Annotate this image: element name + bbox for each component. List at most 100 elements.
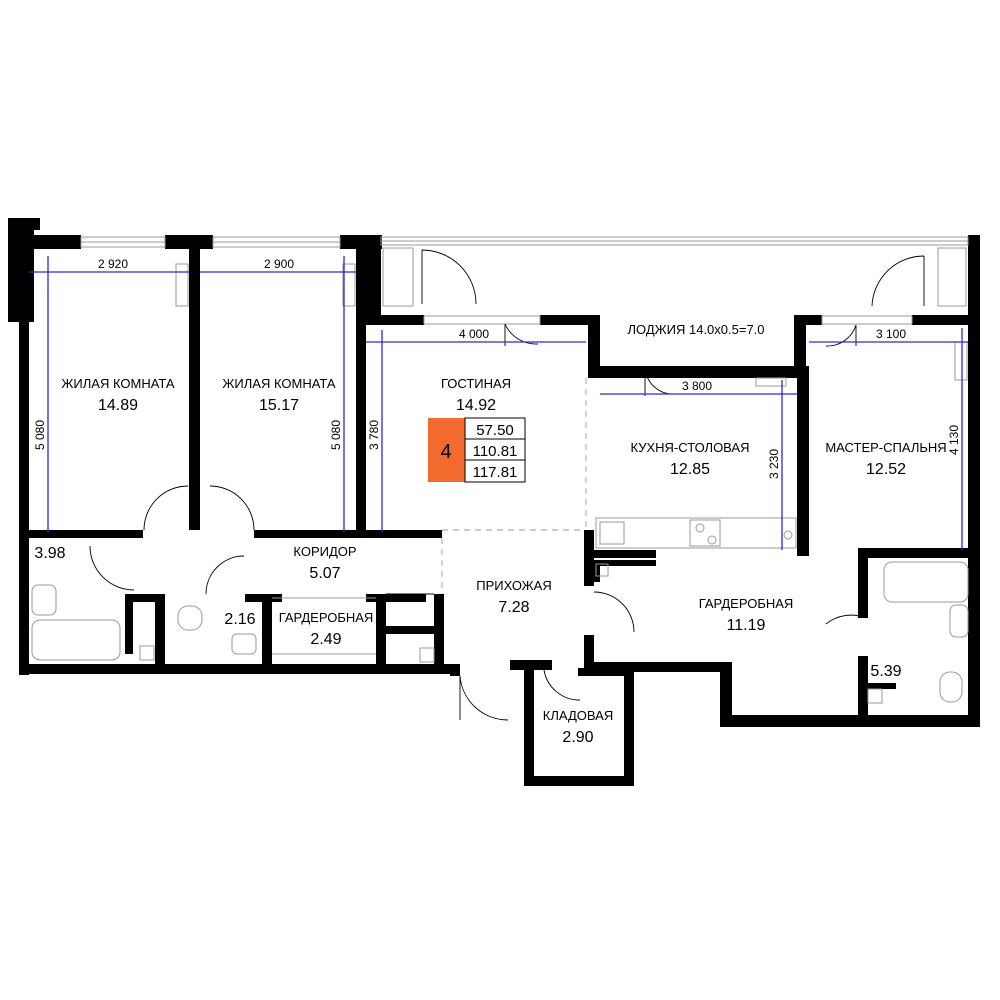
door-room1 xyxy=(143,485,189,531)
label-storage-area: 2.90 xyxy=(562,729,593,746)
dim-h-room2: 5 080 xyxy=(329,420,343,450)
wall-wardrobe-bottom xyxy=(588,662,732,672)
label-wardrobe-small-area: 2.49 xyxy=(310,631,341,648)
wall-storage-left xyxy=(524,660,534,786)
dim-w-room2: 2 900 xyxy=(264,257,294,271)
label-loggia: ЛОДЖИЯ 14.0x0.5=7.0 xyxy=(627,322,764,337)
kitchen-burner xyxy=(695,523,705,533)
wall-shaft-left-b xyxy=(125,594,133,654)
wall-shaft-right-a xyxy=(594,560,656,566)
room-labels: ЖИЛАЯ КОМНАТА 14.89 ЖИЛАЯ КОМНАТА 15.17 … xyxy=(34,322,946,746)
shaft-right xyxy=(595,563,609,577)
loggia-panel-left xyxy=(382,247,414,307)
wall-bath-right-left xyxy=(858,548,868,618)
sink-left xyxy=(31,584,57,616)
wall-loggia-right xyxy=(968,235,980,325)
loggia-panel-right xyxy=(937,247,967,307)
door-wc xyxy=(205,555,245,595)
wall-notch-bottom xyxy=(588,366,806,378)
wall-bath-right-left-b xyxy=(858,656,868,718)
label-bath-right-area: 5.39 xyxy=(870,663,901,680)
wall-left xyxy=(19,235,29,675)
bathtub-left xyxy=(31,619,121,661)
wall-wardrobe-left xyxy=(720,664,732,726)
wall-lounge-top xyxy=(366,315,424,325)
total-area: 110.81 xyxy=(473,443,518,460)
label-living-mid-area: 15.17 xyxy=(259,397,299,414)
door-master-balcony xyxy=(825,324,857,347)
kitchen-counter xyxy=(595,517,797,549)
wall-partition-2-lounge xyxy=(356,248,366,533)
label-hall-area: 7.28 xyxy=(498,599,529,616)
wall-lounge-top-b xyxy=(540,315,598,325)
wall-master-top xyxy=(794,315,822,325)
wall-wardrobe-small-top-b xyxy=(366,594,426,602)
dim-w-room1: 2 920 xyxy=(98,257,128,271)
wall-bath-left-top xyxy=(29,530,143,538)
wall-notch-right xyxy=(794,315,806,377)
wall-master-top-b xyxy=(912,315,980,325)
door-storage xyxy=(543,669,581,701)
wall-wc-top xyxy=(245,594,265,602)
wall-loggia-left xyxy=(366,235,381,315)
radiator-master xyxy=(954,341,968,381)
area-box xyxy=(464,417,526,483)
radiator-room2 xyxy=(342,263,356,307)
door-loggia-left xyxy=(421,249,477,305)
living-area: 57.50 xyxy=(476,422,514,439)
label-master-area: 12.52 xyxy=(866,461,906,478)
kitchen-stove xyxy=(689,519,721,547)
shaft-bath-right xyxy=(867,688,883,704)
wall-storage-right xyxy=(624,668,634,786)
walls xyxy=(8,218,980,786)
dim-h-kitchen: 3 230 xyxy=(767,449,781,479)
wall-shaft-mid-a xyxy=(386,626,434,634)
window-master xyxy=(821,315,913,325)
label-wardrobe-big-area: 11.19 xyxy=(727,617,766,634)
wall-corridor-right xyxy=(434,594,444,666)
rooms-count-badge xyxy=(428,418,465,482)
wall-shaft-right-b xyxy=(594,560,600,582)
label-corridor-name: КОРИДОР xyxy=(293,544,356,559)
door-lounge-balcony xyxy=(504,323,539,346)
dim-h-master: 4 130 xyxy=(947,425,961,455)
wall-shaft-left-a xyxy=(125,594,155,602)
door-wardrobe-big xyxy=(593,591,635,633)
wall-bath-left-right xyxy=(155,594,165,666)
wall-right xyxy=(968,315,980,727)
label-kitchen-name: КУХНЯ-СТОЛОВАЯ xyxy=(631,440,750,455)
wall-bottom-left xyxy=(19,664,459,674)
sink-right xyxy=(949,604,969,638)
toilet-right xyxy=(939,671,963,703)
dim-h-room1: 5 080 xyxy=(33,420,47,450)
dim-w-kitchen: 3 800 xyxy=(682,379,712,393)
toilet-wc xyxy=(177,605,203,631)
shaft-left xyxy=(139,645,155,661)
wall-top-room1 xyxy=(29,235,81,249)
kitchen-fridge xyxy=(755,377,787,387)
wall-top-room1b xyxy=(165,235,213,249)
total-with-loggia: 117.81 xyxy=(473,464,518,481)
door-bath-left xyxy=(89,545,135,591)
label-corridor-area: 5.07 xyxy=(309,565,340,582)
dimension-labels: 2 920 2 900 4 000 3 800 3 100 5 080 5 08… xyxy=(33,257,961,479)
label-lounge-area: 14.92 xyxy=(456,397,496,414)
kitchen-sink xyxy=(599,521,625,545)
wall-shaft-right-c xyxy=(868,683,896,689)
windows xyxy=(80,236,969,325)
doors xyxy=(89,249,925,721)
wall-storage-bottom xyxy=(524,776,634,786)
rooms-count: 4 xyxy=(440,441,451,463)
radiator-room1 xyxy=(175,263,189,307)
wall-kitchen-master xyxy=(797,366,809,556)
label-living-left-area: 14.89 xyxy=(98,397,138,414)
label-master-name: МАСТЕР-СПАЛЬНЯ xyxy=(825,440,946,455)
wall-hall-bottom-a xyxy=(450,664,460,676)
wall-kitchen-bottom xyxy=(584,550,656,558)
label-wardrobe-small-name: ГАРДЕРОБНАЯ xyxy=(279,610,374,625)
label-living-left-name: ЖИЛАЯ КОМНАТА xyxy=(61,376,174,391)
wall-bath-right-top xyxy=(858,548,980,558)
door-room2 xyxy=(209,485,255,531)
dim-w-lounge: 4 000 xyxy=(459,327,489,341)
